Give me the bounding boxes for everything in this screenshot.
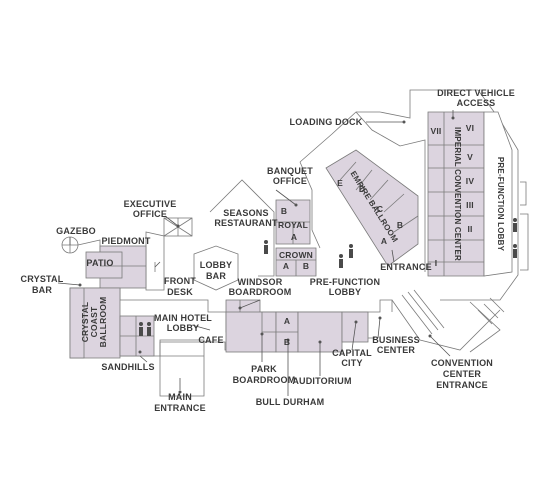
imperial-section: VI (466, 123, 474, 133)
label-pre-function-lobby-vertical: PRE-FUNCTION LOBBY (496, 157, 505, 252)
label-loading-dock: LOADING DOCK (290, 117, 363, 127)
room-letter: C (377, 204, 383, 214)
label-crystal-coast-ballroom: CRYSTALCOASTBALLROOM (80, 297, 108, 348)
label-royal: ROYAL (278, 220, 308, 230)
room-letter: A (291, 232, 297, 242)
imperial-section: II (467, 224, 472, 234)
restroom-icon (513, 218, 517, 258)
label-auditorium: AUDITORIUM (292, 376, 351, 386)
restroom-icon (264, 240, 268, 254)
label-imperial-convention-center: IMPERIAL CONVENTION CENTER (453, 127, 462, 261)
imperial-section: V (467, 152, 473, 162)
restroom-icons (139, 218, 517, 336)
room-letter: A (381, 236, 387, 246)
room-letter: B (281, 206, 287, 216)
room-auditorium[interactable] (297, 311, 343, 353)
label-gazebo: GAZEBO (56, 226, 96, 236)
label-bull-durham: BULL DURHAM (256, 397, 325, 407)
imperial-section: I (435, 258, 438, 268)
room-letter: A (284, 316, 290, 326)
restroom-icon (139, 322, 151, 336)
leader-lines (57, 110, 455, 396)
label-sandhills: SANDHILLS (101, 362, 154, 372)
room-letter: B (303, 261, 309, 271)
label-crown: CROWN (279, 250, 313, 260)
room-letter: A (283, 261, 289, 271)
room-letter: B (397, 220, 403, 230)
room-letter: D (359, 184, 365, 194)
imperial-section: III (466, 200, 474, 210)
imperial-section: IV (466, 176, 475, 186)
room-empire-ballroom[interactable] (325, 149, 419, 267)
label-cafe: CAFE (198, 335, 223, 345)
imperial-section: VII (431, 126, 442, 136)
restroom-icon (339, 244, 353, 268)
room-letter: E (337, 178, 343, 188)
label-piedmont: PIEDMONT (101, 236, 150, 246)
room-patio[interactable] (85, 251, 123, 279)
label-entrance: ENTRANCE (380, 262, 432, 272)
room-letter: B (284, 337, 290, 347)
label-patio: PATIO (86, 258, 113, 268)
